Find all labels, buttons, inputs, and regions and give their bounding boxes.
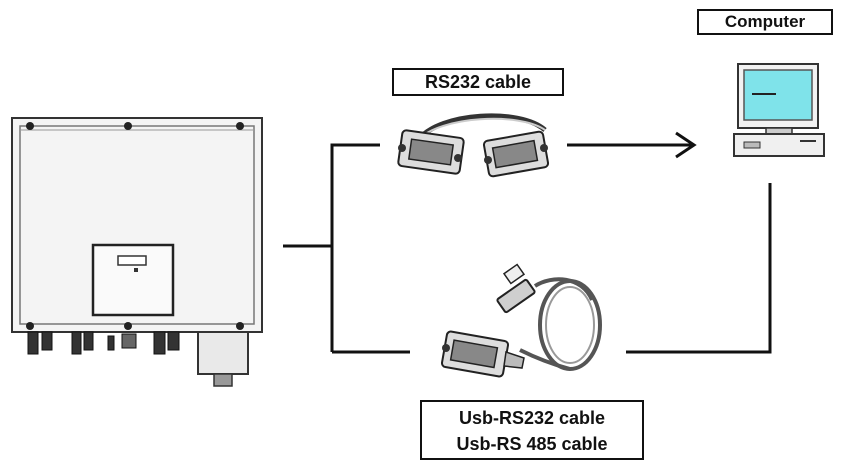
rs232-cable-label: RS232 cable	[392, 68, 564, 96]
db9-serial-cable-icon	[397, 113, 550, 178]
db9-connector-left-icon	[397, 129, 465, 175]
desktop-computer-icon	[733, 63, 825, 157]
arrow-head-icon	[675, 131, 697, 159]
computer-label: Computer	[697, 9, 833, 35]
db9-connector-right-icon	[482, 130, 550, 178]
connection-lines	[283, 131, 772, 354]
db9-plug-icon	[440, 330, 525, 378]
usb-cables-label: Usb-RS232 cable Usb-RS 485 cable	[420, 400, 644, 460]
usb-to-computer-line	[626, 183, 772, 354]
inverter-junction-box	[197, 331, 249, 375]
inverter-connectors	[27, 331, 180, 355]
branch-line-vertical	[330, 143, 380, 352]
computer-case-icon	[733, 133, 825, 157]
usb-rs485-cable-label: Usb-RS 485 cable	[456, 434, 608, 454]
usb-plug-icon	[496, 263, 536, 314]
inverter-icon	[11, 117, 263, 387]
usb-to-serial-cable-icon	[440, 263, 602, 378]
usb-rs232-cable-label: Usb-RS232 cable	[458, 408, 606, 428]
